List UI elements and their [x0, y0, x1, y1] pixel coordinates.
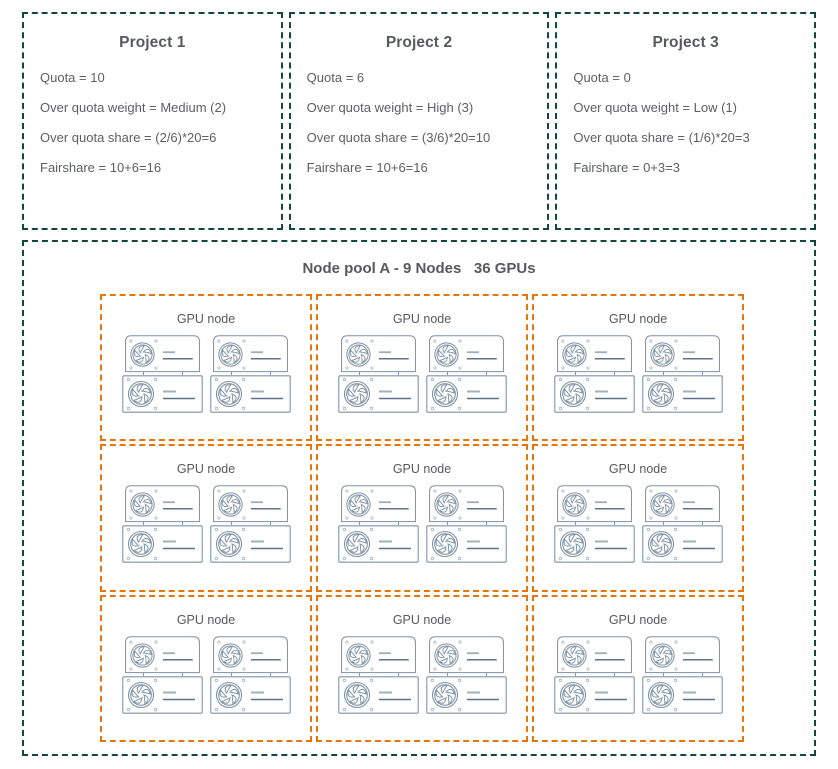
gpu-card-icon[interactable] — [554, 635, 635, 676]
gpu-card-icon[interactable] — [121, 375, 203, 413]
project-over-quota-weight: Over quota weight = Medium (2) — [40, 100, 227, 115]
gpu-card-icon[interactable] — [122, 635, 203, 676]
gpu-card-icon[interactable] — [209, 675, 291, 714]
project-title: Project 3 — [652, 34, 719, 51]
gpu-card-icon[interactable] — [425, 525, 507, 564]
gpu-card-icon[interactable] — [338, 335, 419, 375]
project-title: Project 1 — [119, 34, 186, 51]
gpu-card-icon[interactable] — [642, 335, 723, 375]
gpu-card-icon[interactable] — [425, 375, 507, 413]
gpu-node[interactable]: GPU node — [532, 444, 744, 592]
gpu-node[interactable]: GPU node — [316, 294, 528, 442]
gpu-card-icon[interactable] — [553, 525, 635, 564]
gpu-node-label: GPU node — [608, 312, 668, 326]
gpu-card-icon[interactable] — [425, 675, 507, 714]
gpu-card-icon[interactable] — [641, 675, 723, 714]
gpu-node-label: GPU node — [392, 612, 452, 627]
gpu-card-grid — [121, 635, 291, 714]
gpu-card-grid — [553, 635, 723, 714]
gpu-card-icon[interactable] — [426, 635, 507, 676]
gpu-card-grid — [121, 335, 291, 413]
gpu-node[interactable]: GPU node — [316, 594, 528, 742]
gpu-node-label: GPU node — [608, 612, 668, 627]
gpu-node-label: GPU node — [392, 312, 452, 326]
project-quota: Quota = 6 — [306, 70, 365, 85]
gpu-card-icon[interactable] — [338, 485, 419, 526]
gpu-card-icon[interactable] — [641, 525, 723, 564]
gpu-card-icon[interactable] — [122, 335, 203, 375]
gpu-node[interactable]: GPU node — [100, 294, 312, 442]
gpu-card-icon[interactable] — [641, 375, 723, 413]
gpu-card-icon[interactable] — [554, 335, 635, 375]
gpu-card-icon[interactable] — [553, 375, 635, 413]
gpu-card-icon[interactable] — [210, 335, 291, 375]
project-fairshare: Fairshare = 10+6=16 — [306, 160, 428, 175]
node-pool-title: Node pool A - 9 Nodes 36 GPUs — [302, 260, 536, 277]
gpu-card-icon[interactable] — [210, 485, 291, 526]
project-fairshare: Fairshare = 10+6=16 — [40, 160, 162, 175]
gpu-card-icon[interactable] — [337, 525, 419, 564]
gpu-card-icon[interactable] — [209, 375, 291, 413]
gpu-card-icon[interactable] — [337, 375, 419, 413]
project-details: Quota = 10 Over quota weight = Medium (2… — [40, 70, 265, 175]
gpu-node-label: GPU node — [176, 612, 236, 627]
gpu-node-grid: GPU node — [100, 294, 744, 742]
project-over-quota-share: Over quota share = (2/6)*20=6 — [40, 130, 217, 145]
gpu-card-icon[interactable] — [554, 485, 635, 526]
project-over-quota-share: Over quota share = (3/6)*20=10 — [306, 130, 491, 145]
gpu-node[interactable]: GPU node — [316, 444, 528, 592]
gpu-card-grid — [337, 635, 507, 714]
gpu-card-icon[interactable] — [426, 485, 507, 526]
project-details: Quota = 0 Over quota weight = Low (1) Ov… — [573, 70, 798, 175]
gpu-card-grid — [337, 335, 507, 413]
gpu-card-grid — [121, 485, 291, 564]
gpu-node[interactable]: GPU node — [100, 444, 312, 592]
gpu-card-grid — [553, 335, 723, 413]
gpu-card-grid — [337, 485, 507, 564]
gpu-card-grid — [553, 485, 723, 564]
project-box-2[interactable]: Project 2 Quota = 6 Over quota weight = … — [288, 12, 550, 230]
node-pool-container[interactable]: Node pool A - 9 Nodes 36 GPUs GPU node — [22, 240, 816, 756]
projects-row: Project 1 Quota = 10 Over quota weight =… — [22, 12, 817, 230]
gpu-card-icon[interactable] — [209, 525, 291, 564]
gpu-node-label: GPU node — [608, 462, 668, 477]
project-fairshare: Fairshare = 0+3=3 — [573, 160, 680, 175]
gpu-card-icon[interactable] — [426, 335, 507, 375]
gpu-card-icon[interactable] — [121, 675, 203, 714]
gpu-node[interactable]: GPU node — [532, 294, 744, 442]
project-quota: Quota = 0 — [573, 70, 631, 85]
gpu-node-label: GPU node — [176, 312, 236, 326]
project-over-quota-weight: Over quota weight = High (3) — [306, 100, 474, 115]
project-quota: Quota = 10 — [40, 70, 105, 85]
project-box-3[interactable]: Project 3 Quota = 0 Over quota weight = … — [555, 12, 817, 230]
project-over-quota-weight: Over quota weight = Low (1) — [573, 100, 738, 115]
project-details: Quota = 6 Over quota weight = High (3) O… — [307, 70, 532, 175]
gpu-node[interactable]: GPU node — [100, 594, 312, 742]
gpu-node-label: GPU node — [176, 462, 236, 477]
gpu-card-icon[interactable] — [338, 635, 419, 676]
project-box-1[interactable]: Project 1 Quota = 10 Over quota weight =… — [22, 12, 283, 230]
gpu-card-icon[interactable] — [642, 635, 723, 676]
project-over-quota-share: Over quota share = (1/6)*20=3 — [573, 130, 750, 145]
gpu-card-icon[interactable] — [642, 485, 723, 526]
gpu-card-icon[interactable] — [122, 485, 203, 526]
gpu-card-icon[interactable] — [121, 525, 203, 564]
gpu-card-icon[interactable] — [210, 635, 291, 676]
project-title: Project 2 — [385, 34, 453, 51]
gpu-node[interactable]: GPU node — [532, 594, 744, 742]
gpu-node-label: GPU node — [392, 462, 452, 477]
gpu-card-icon[interactable] — [553, 675, 635, 714]
gpu-card-icon[interactable] — [337, 675, 419, 714]
